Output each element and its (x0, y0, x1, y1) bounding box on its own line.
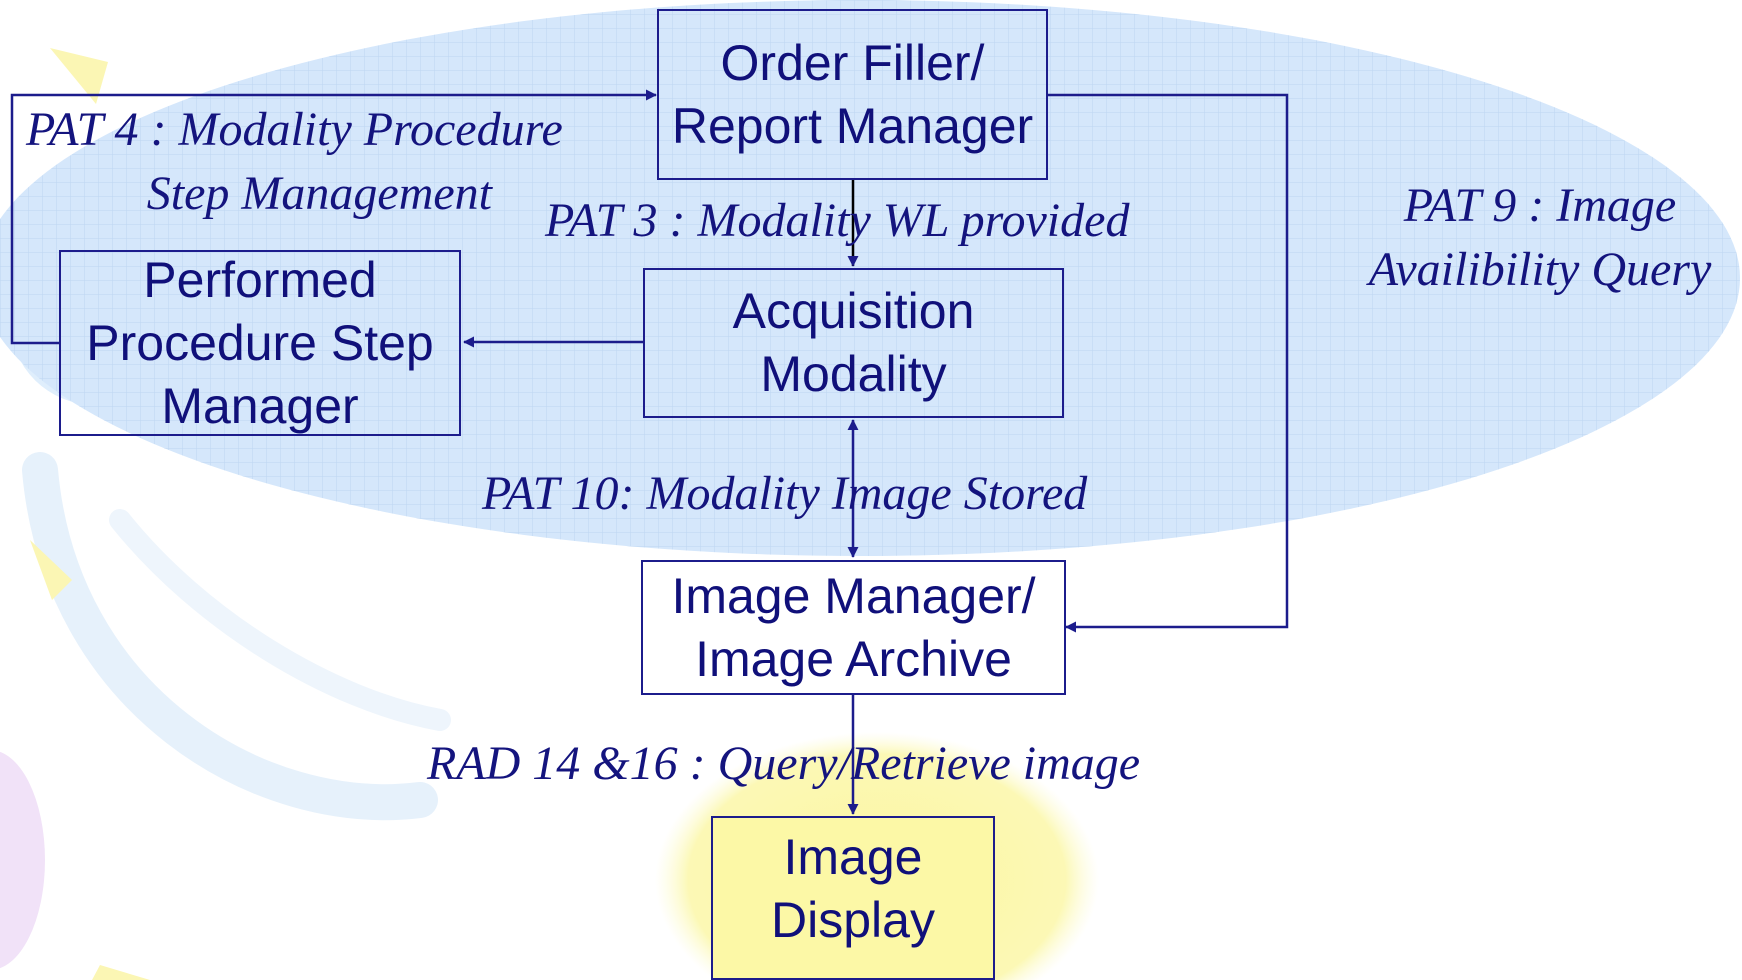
decor-swirl-left (22, 452, 438, 821)
node-order-filler-line-1: Order Filler/ (720, 34, 985, 91)
node-image-manager: Image Manager/ Image Archive (641, 560, 1066, 695)
node-image-manager-line-2: Image Archive (695, 630, 1012, 687)
edge-label-pat4-line-2: Step Management (146, 167, 493, 220)
node-pps-manager: Performed Procedure Step Manager (59, 250, 461, 436)
edge-label-rad14-16: RAD 14 &16 : Query/Retrieve image (427, 737, 1141, 790)
node-pps-manager-line-2: Procedure Step (86, 314, 434, 371)
edge-label-pat4: PAT 4 : Modality Procedure Step Manageme… (26, 98, 563, 226)
edge-label-pat4-line-1: PAT 4 : Modality Procedure (26, 103, 563, 156)
decor-purple-blob (0, 751, 45, 969)
node-image-display: Image Display (711, 816, 995, 980)
edge-label-pat3: PAT 3 : Modality WL provided (545, 194, 1130, 247)
node-acquisition-modality-line-2: Modality (760, 346, 947, 402)
decor-triangle-mid (30, 540, 72, 600)
node-image-display-line-1: Image (783, 829, 923, 885)
edge-label-pat9-line-1: PAT 9 : Image (1403, 179, 1677, 232)
node-pps-manager-line-1: Performed (143, 251, 377, 308)
node-acquisition-modality-line-1: Acquisition (732, 283, 975, 339)
edge-label-pat9-line-2: Availibility Query (1368, 243, 1712, 296)
edge-label-pat9: PAT 9 : Image Availibility Query (1340, 174, 1740, 302)
decor-triangle-bottom (92, 965, 150, 980)
decor-triangle-top (50, 48, 108, 104)
node-order-filler-line-2: Report Manager (671, 97, 1034, 154)
edge-label-pat10: PAT 10: Modality Image Stored (482, 467, 1088, 520)
decor-swirl-mid (109, 509, 451, 731)
node-image-display-line-2: Display (771, 892, 935, 948)
node-image-manager-line-1: Image Manager/ (671, 567, 1036, 624)
node-pps-manager-line-3: Manager (161, 377, 359, 434)
node-order-filler: Order Filler/ Report Manager (657, 9, 1048, 180)
node-acquisition-modality: Acquisition Modality (643, 268, 1064, 418)
